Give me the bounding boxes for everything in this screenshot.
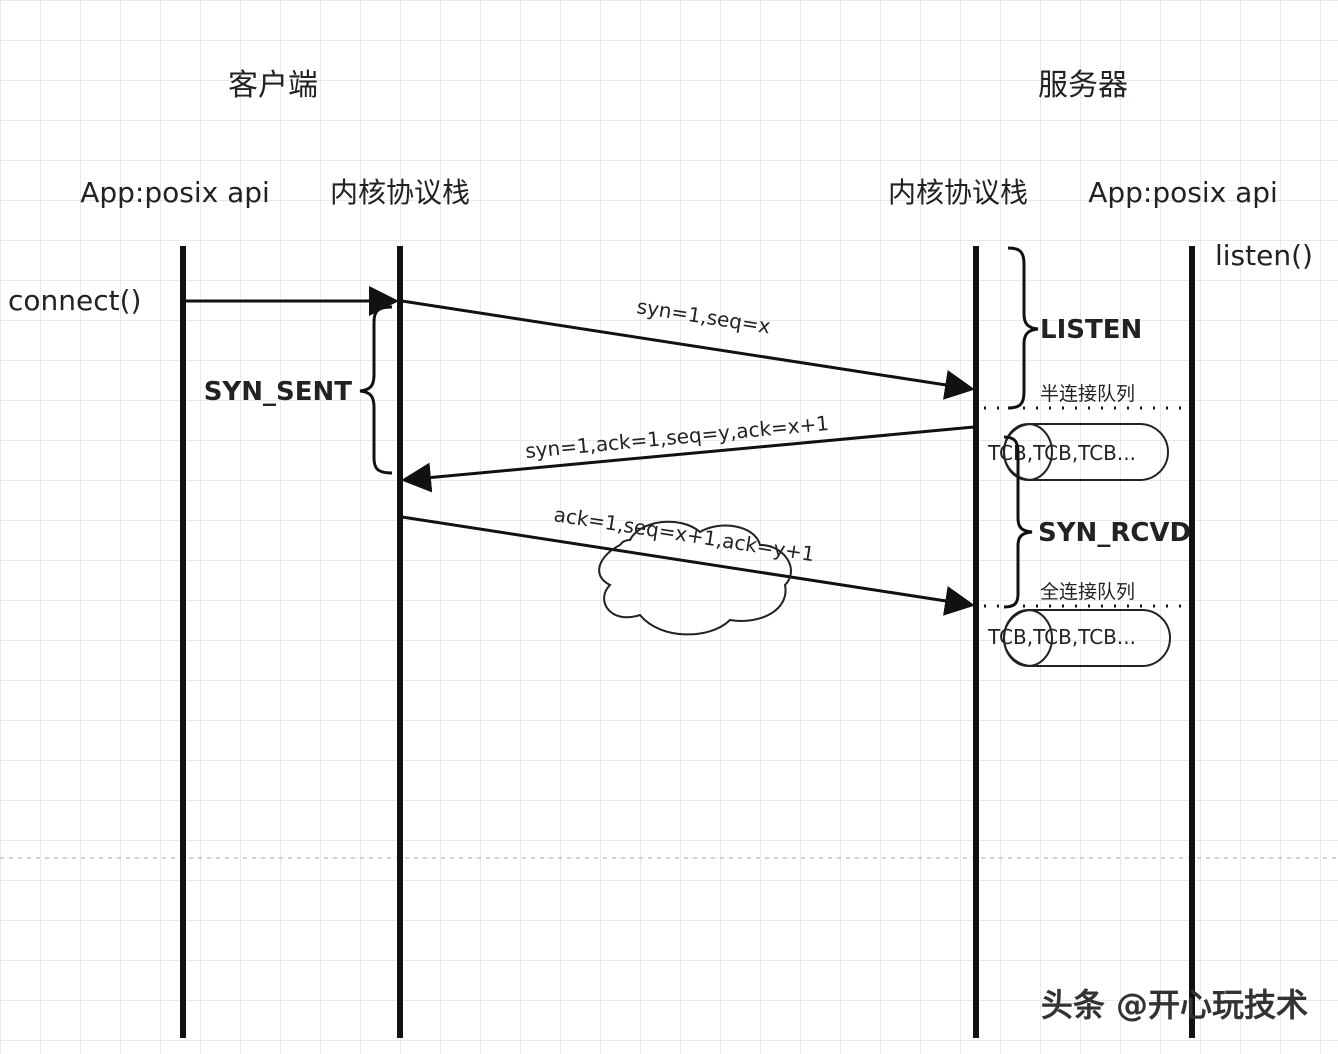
syn-arrow xyxy=(401,299,975,400)
synack-arrow xyxy=(401,425,975,493)
server-kernel-label: 内核协议栈 xyxy=(888,176,1028,209)
syn-sent-state: SYN_SENT xyxy=(204,377,353,407)
ack-label: ack=1,seq=x+1,ack=y+1 xyxy=(552,502,816,566)
cloud-shape xyxy=(598,520,792,636)
client-app-label: App:posix api xyxy=(80,176,270,209)
half-queue-label: 半连接队列 xyxy=(1040,383,1135,405)
half-queue-content: TCB,TCB,TCB... xyxy=(987,441,1136,465)
syn-rcvd-state: SYN_RCVD xyxy=(1038,518,1191,548)
syn-rcvd-brace xyxy=(1003,435,1033,609)
listen-call-label: listen() xyxy=(1215,239,1313,272)
full-queue-ring xyxy=(1003,609,1053,667)
connect-call-label: connect() xyxy=(8,284,141,317)
watermark: 头条 @开心玩技术 xyxy=(1041,986,1308,1024)
client-kernel-label: 内核协议栈 xyxy=(330,176,470,209)
listen-brace xyxy=(1007,246,1039,410)
ack-arrow xyxy=(401,515,975,616)
listen-state: LISTEN xyxy=(1040,315,1142,345)
server-header: 服务器 xyxy=(1038,68,1128,103)
server-app-label: App:posix api xyxy=(1088,176,1278,209)
half-queue-ring xyxy=(1003,423,1053,481)
full-queue-content: TCB,TCB,TCB... xyxy=(987,625,1136,649)
client-header: 客户端 xyxy=(228,68,318,103)
syn-label: syn=1,seq=x xyxy=(635,294,772,338)
full-queue-label: 全连接队列 xyxy=(1040,581,1135,603)
syn-sent-brace xyxy=(359,305,393,475)
